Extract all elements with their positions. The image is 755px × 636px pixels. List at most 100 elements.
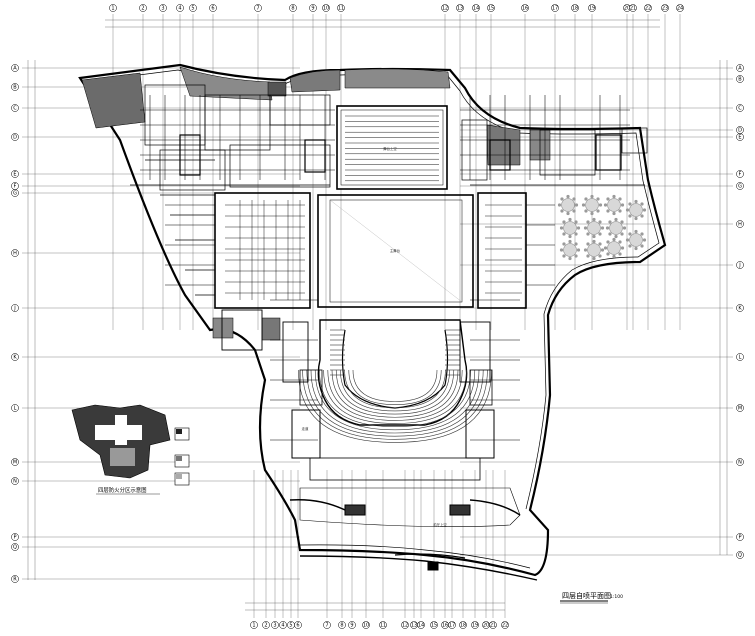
top-axis-bubble-19: 19	[588, 4, 596, 12]
top-axis-bubble-6-label: 6	[211, 5, 214, 11]
top-axis-bubble-20-label: 20	[624, 5, 630, 11]
right-axis-bubble-F-label: F	[739, 171, 742, 177]
left-axis-bubble-L-label: L	[14, 405, 17, 411]
bottom-axis-bubble-19-label: 19	[472, 622, 478, 628]
bottom-axis-bubble-12-label: 12	[402, 622, 408, 628]
top-axis-bubble-14-label: 14	[473, 5, 479, 11]
top-axis-bubble-9-label: 9	[311, 5, 314, 11]
bottom-axis-bubble-10: 10	[362, 621, 370, 629]
left-axis-bubble-J-label: J	[13, 305, 15, 311]
stage-upper-void	[336, 105, 448, 190]
top-axis-bubble-10: 10	[322, 4, 330, 12]
left-axis-bubble-A-label: A	[13, 65, 17, 71]
left-axis-bubble-E: E	[11, 170, 19, 178]
lobby-upper-void	[289, 487, 521, 571]
bottom-axis-bubble-19: 19	[471, 621, 479, 629]
top-axis-bubble-17: 17	[551, 4, 559, 12]
top-axis-bubble-13-label: 13	[457, 5, 463, 11]
right-axis-bubble-E: E	[736, 133, 744, 141]
top-axis-bubble-3-label: 3	[161, 5, 164, 11]
bottom-axis-bubble-15-label: 15	[431, 622, 437, 628]
top-axis-bubble-22-label: 22	[645, 5, 651, 11]
right-axis-bubble-J-label: J	[738, 262, 740, 268]
right-axis-bubble-E-label: E	[738, 134, 741, 140]
left-axis-bubble-N-label: N	[13, 478, 17, 484]
left-axis-bubble-A: A	[11, 64, 19, 72]
left-axis-bubble-R-label: R	[13, 576, 17, 582]
right-axis-bubble-A-label: A	[738, 65, 742, 71]
bottom-axis-bubble-21: 21	[489, 621, 497, 629]
right-axis-bubble-C: C	[736, 104, 744, 112]
sprinkler-pipes	[140, 95, 630, 441]
right-axis-bubble-C-label: C	[738, 105, 742, 111]
right-axis-bubble-D: D	[736, 126, 744, 134]
top-axis-bubble-11: 11	[337, 4, 345, 12]
right-axis-bubble-H-label: H	[738, 221, 742, 227]
right-axis-bubble-M: M	[736, 404, 744, 412]
bottom-axis-bubble-8: 8	[338, 621, 346, 629]
bottom-axis-bubble-3-label: 3	[273, 622, 276, 628]
side-stages	[214, 192, 527, 309]
fire-zone-diagram: 四层防火分区示意图	[71, 404, 190, 495]
top-axis-bubble-22: 22	[644, 4, 652, 12]
top-axis-bubble-12-label: 12	[442, 5, 448, 11]
drawing-scale: 1:100	[610, 594, 623, 600]
top-axis-bubble-15: 15	[487, 4, 495, 12]
top-axis-bubble-1-label: 1	[111, 5, 114, 11]
left-axis-bubble-P-label: P	[13, 534, 16, 540]
top-axis-bubble-2-label: 2	[141, 5, 144, 11]
bottom-axis-bubble-16: 16	[441, 621, 449, 629]
top-axis-bubble-5-label: 5	[191, 5, 194, 11]
dimension-lines	[27, 19, 728, 611]
bottom-axis-bubble-9: 9	[348, 621, 356, 629]
left-axis-bubble-C: C	[11, 104, 19, 112]
right-axis-bubble-L-label: L	[739, 354, 742, 360]
auditorium	[221, 309, 495, 481]
top-axis-bubble-4: 4	[176, 4, 184, 12]
top-axis-bubble-10-label: 10	[323, 5, 329, 11]
left-axis-bubble-M-label: M	[13, 459, 17, 465]
round-table	[603, 237, 625, 259]
top-axis-bubble-16: 16	[521, 4, 529, 12]
grid-lines	[22, 14, 733, 618]
bottom-axis-bubble-15: 15	[430, 621, 438, 629]
round-table	[559, 239, 581, 261]
bottom-axis-bubble-4: 4	[279, 621, 287, 629]
top-axis-bubble-3: 3	[159, 4, 167, 12]
top-axis-bubble-8-label: 8	[291, 5, 294, 11]
top-axis-bubble-18: 18	[571, 4, 579, 12]
left-axis-bubble-F-label: F	[14, 183, 17, 189]
bottom-axis-bubble-21-label: 21	[490, 622, 496, 628]
right-axis-bubble-M-label: M	[738, 405, 742, 411]
top-axis-bubble-24-label: 24	[677, 5, 683, 11]
top-axis-bubble-15-label: 15	[488, 5, 494, 11]
left-axis-bubble-K: K	[11, 353, 19, 361]
left-axis-bubble-K-label: K	[13, 354, 17, 360]
bottom-axis-bubble-8-label: 8	[340, 622, 343, 628]
top-axis-bubble-21: 21	[629, 4, 637, 12]
bottom-axis-bubble-18-label: 18	[460, 622, 466, 628]
bottom-axis-bubble-10-label: 10	[363, 622, 369, 628]
main-stage-label: 主舞台	[390, 248, 401, 253]
top-axis-bubble-19-label: 19	[589, 5, 595, 11]
top-axis-bubble-8: 8	[289, 4, 297, 12]
bottom-axis-bubble-7: 7	[323, 621, 331, 629]
right-axis-bubble-N: N	[736, 458, 744, 466]
bottom-axis-bubble-6: 6	[294, 621, 302, 629]
top-axis-bubble-12: 12	[441, 4, 449, 12]
stage-upper-label: 舞台上空	[383, 146, 397, 151]
bottom-axis-bubble-9-label: 9	[350, 622, 353, 628]
right-axis-bubble-G: G	[736, 182, 744, 190]
bottom-axis-bubble-14: 14	[417, 621, 425, 629]
left-axis-bubble-H: H	[11, 249, 19, 257]
bottom-axis-bubble-13-label: 13	[411, 622, 417, 628]
drawing-title: 四层自喷平面图	[562, 591, 611, 600]
left-axis-bubble-N: N	[11, 477, 19, 485]
bottom-axis-bubble-17-label: 17	[449, 622, 455, 628]
right-axis-bubble-H: H	[736, 220, 744, 228]
right-axis-bubble-P-label: P	[738, 534, 741, 540]
lobby-upper-label: 前厅上空	[433, 522, 447, 527]
left-axis-bubble-E-label: E	[13, 171, 16, 177]
round-table	[581, 194, 603, 216]
